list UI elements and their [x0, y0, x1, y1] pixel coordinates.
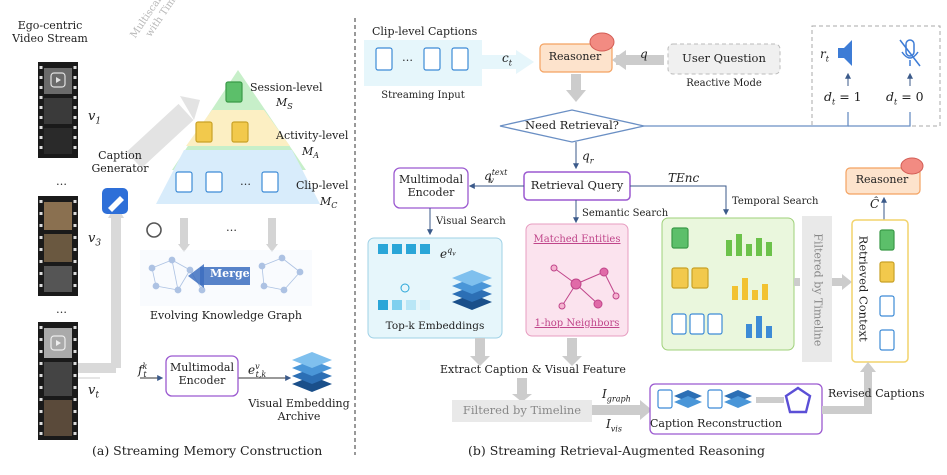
- need-retrieval-label: Need Retrieval?: [525, 118, 619, 132]
- qr-label: qr: [582, 149, 594, 166]
- pyramid-ellipsis: …: [240, 175, 251, 188]
- clip-level-symbol: MC: [320, 195, 338, 211]
- output-panel: [811, 25, 941, 127]
- archive-label: Visual Embedding Archive: [248, 397, 350, 423]
- clip-captions-label: Clip-level Captions: [372, 25, 478, 38]
- entity-graph: [550, 264, 620, 310]
- retrieved-context-label: Retrieved Context: [856, 235, 871, 342]
- visual-search-label: Visual Search: [436, 216, 506, 227]
- openai-icon: [146, 222, 162, 238]
- filtered-vertical-box: [802, 216, 832, 362]
- filtered-vertical-label: Filtered by Timeline: [811, 233, 825, 347]
- session-level-symbol: MS: [276, 96, 293, 112]
- mic-icon: [899, 39, 921, 67]
- user-question-box: [667, 43, 781, 75]
- retrieval-query-label: Retrieval Query: [530, 178, 624, 192]
- archive-icon: [292, 352, 332, 392]
- topk-label: Top-k Embeddings: [385, 320, 485, 332]
- v3-label: v3: [88, 231, 102, 249]
- panel-a-caption: (a) Streaming Memory Construction: [92, 443, 323, 458]
- streaming-input-label: Streaming Input: [381, 90, 465, 101]
- temporal-bars-green: [726, 234, 772, 256]
- caption-generator-icon: [102, 188, 128, 214]
- query-embedding-icon: [378, 244, 430, 310]
- brain-icon: [589, 32, 615, 52]
- film-strip-2: [38, 196, 78, 296]
- tenc-label: TEnc: [668, 171, 700, 185]
- dt0-label: dt = 0: [886, 89, 924, 107]
- extract-label: Extract Caption & Visual Feature: [440, 363, 626, 376]
- chat-label: Ĉ: [870, 197, 880, 211]
- film-ellipsis-2: …: [56, 303, 67, 316]
- clip-level-label: Clip-level: [296, 179, 349, 192]
- filtered-horizontal-box: [452, 400, 592, 422]
- encoder-b-label: Multimodal Encoder: [399, 173, 463, 199]
- temporal-search-label: Temporal Search: [732, 196, 819, 207]
- revised-captions-label: Revised Captions: [828, 387, 925, 400]
- visual-search-box: [367, 237, 503, 339]
- temporal-bars-blue: [746, 316, 772, 338]
- reasoner-box: [539, 43, 613, 73]
- encoder-box-a: [165, 355, 239, 397]
- retrieved-context-box: [851, 219, 909, 363]
- doc-icons: [175, 81, 279, 193]
- activity-level-symbol: MA: [302, 145, 320, 161]
- pyramid: [156, 70, 320, 204]
- temporal-bars-yellow: [732, 278, 768, 300]
- rt-label: rt: [820, 47, 829, 64]
- reasoner2-box: [845, 167, 921, 195]
- reasoner-label: Reasoner: [548, 50, 602, 63]
- caption-generator-label: Caption Generator: [91, 149, 149, 175]
- session-level-label: Session-level: [250, 81, 323, 94]
- reasoner2-label: Reasoner: [855, 173, 909, 186]
- ivis-label: Ivis: [606, 417, 622, 434]
- dt1-label: dt = 1: [824, 89, 862, 107]
- temporal-docs: [671, 227, 723, 335]
- play-icon: [50, 72, 66, 351]
- activity-level-label: Activity-level: [276, 129, 349, 142]
- film-ellipsis-1: …: [56, 175, 67, 188]
- v1-label: v1: [88, 109, 102, 127]
- igraph-label: Igraph: [602, 387, 631, 404]
- semantic-search-label: Semantic Search: [582, 208, 669, 219]
- qwen-icon: [784, 386, 812, 414]
- caption-recon-label: Caption Reconstruction: [650, 417, 783, 430]
- vt-label: vt: [88, 383, 99, 401]
- etkv-label: evt,k: [248, 362, 267, 380]
- user-question-label: User Question: [682, 51, 766, 65]
- matched-entities-label: Matched Entities: [533, 234, 621, 245]
- hop-neighbors-label: 1-hop Neighbors: [534, 318, 620, 329]
- kg-ellipsis: …: [226, 221, 237, 234]
- clip-ellipsis: …: [402, 51, 413, 64]
- generator-to-pyramid-arrow: [126, 103, 194, 169]
- knowledge-graph-right: [258, 254, 304, 294]
- kg-label: Evolving Knowledge Graph: [150, 309, 302, 322]
- film-strip-1: [38, 62, 78, 158]
- embedding-stack-icon: [452, 270, 492, 310]
- ftk-label: fkt: [138, 362, 148, 380]
- stream-title: Ego-centric Video Stream: [12, 19, 88, 45]
- eqv-label: eqv: [440, 246, 456, 261]
- film-strip-3: [38, 322, 78, 440]
- q-label: q: [640, 47, 648, 61]
- panel-b-caption: (b) Streaming Retrieval-Augmented Reason…: [468, 443, 766, 458]
- encoder-a-label: Multimodal Encoder: [170, 361, 234, 387]
- reactive-mode-label: Reactive Mode: [686, 78, 762, 89]
- speaker-icon: [838, 40, 852, 66]
- merge-label: Merge: [210, 267, 250, 280]
- qvtext-label: qtextv: [484, 168, 508, 186]
- encoder-box-b: [393, 167, 469, 209]
- filtered-horizontal-label: Filtered by Timeline: [462, 403, 582, 417]
- clip-doc-icons: [375, 47, 469, 71]
- ct-label: ct: [502, 51, 512, 68]
